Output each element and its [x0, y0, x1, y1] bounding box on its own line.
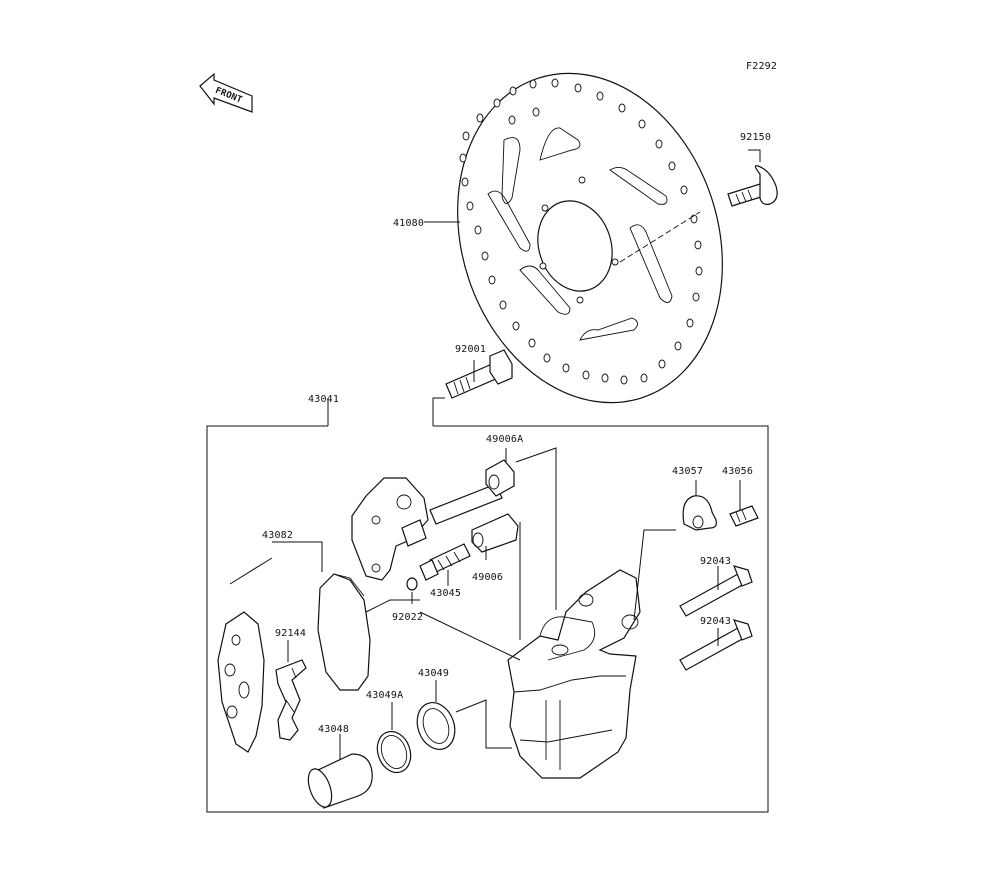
brake-pad-outer	[217, 611, 265, 753]
label-41080: 41080	[393, 218, 424, 229]
piston	[307, 753, 373, 809]
label-43049: 43049	[418, 668, 449, 679]
caliper-mount-bolt	[445, 349, 513, 399]
label-43041: 43041	[308, 394, 339, 405]
pad-pin-upper	[679, 565, 753, 617]
bleeder-valve	[729, 505, 759, 527]
front-arrow-icon: FRONT	[199, 72, 253, 113]
label-92043-lower: 92043	[700, 616, 731, 627]
pad-spring	[275, 659, 307, 741]
label-92144: 92144	[275, 628, 306, 639]
caliper-body	[507, 569, 641, 779]
leader-lines	[229, 149, 761, 760]
figure-code: F2292	[746, 61, 777, 72]
brake-pad-inner	[317, 573, 371, 691]
piston-seal-43049a	[376, 730, 412, 774]
label-49006a: 49006A	[486, 434, 523, 445]
label-43082: 43082	[262, 530, 293, 541]
disc-bolt	[727, 165, 778, 207]
label-43048: 43048	[318, 724, 349, 735]
label-92043-upper: 92043	[700, 556, 731, 567]
caliper-bracket	[351, 477, 503, 581]
boot-49006a	[485, 459, 515, 497]
pad-pin-lower	[679, 619, 753, 671]
label-43056: 43056	[722, 466, 753, 477]
label-92150: 92150	[740, 132, 771, 143]
label-92022: 92022	[392, 612, 423, 623]
boot-49006	[471, 513, 519, 553]
slide-pin	[419, 543, 471, 581]
label-43049a: 43049A	[366, 690, 403, 701]
bleeder-cap	[682, 495, 717, 531]
caliper-assembly-frame	[206, 397, 769, 813]
piston-seal-43049	[416, 702, 456, 750]
label-43045: 43045	[430, 588, 461, 599]
label-92001: 92001	[455, 344, 486, 355]
label-49006: 49006	[472, 572, 503, 583]
circlip	[406, 577, 418, 591]
label-43057: 43057	[672, 466, 703, 477]
brake-disc	[457, 72, 723, 404]
